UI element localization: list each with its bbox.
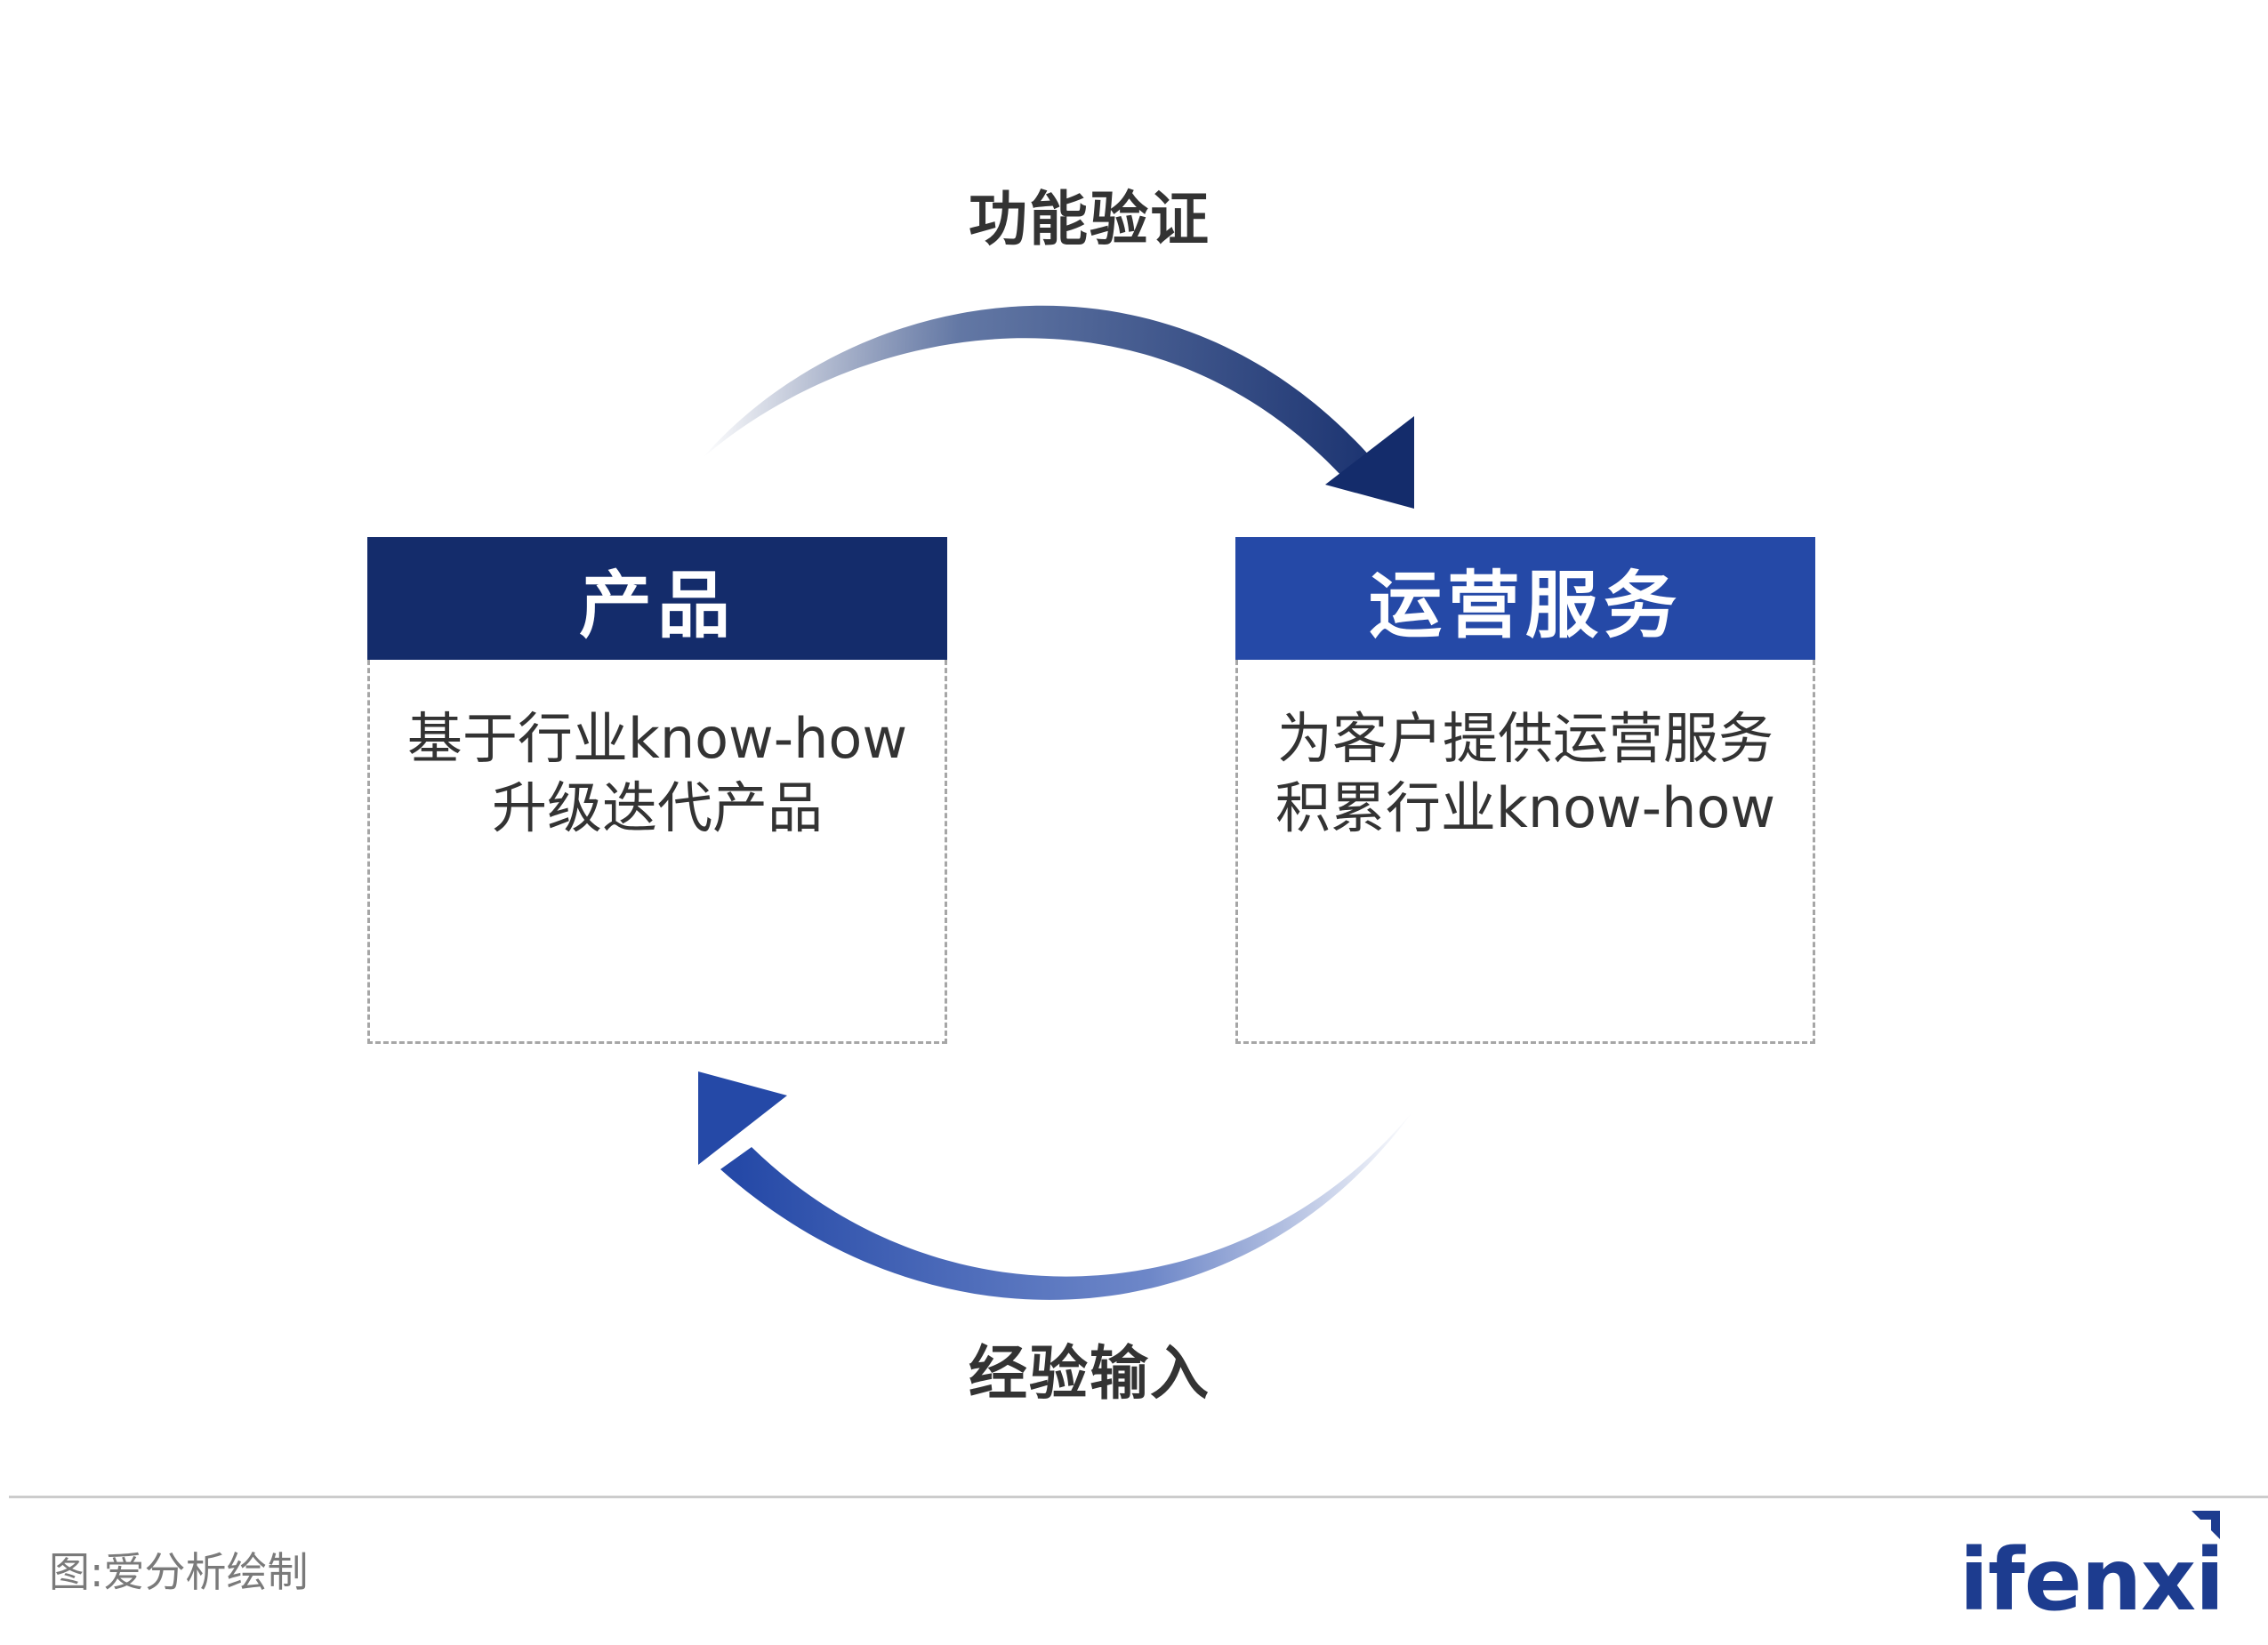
footer-divider — [9, 1496, 2268, 1498]
top-arrow-head — [1325, 416, 1414, 509]
node-product-title: 产品 — [367, 537, 947, 660]
node-operations: 运营服务 为客户提供运营服务 积累行业know-how — [1235, 537, 1815, 1044]
node-product-body: 基于行业know-how 升级迭代产品 — [367, 660, 947, 1044]
node-product: 产品 基于行业know-how 升级迭代产品 — [367, 537, 947, 1044]
node-product-line-1: 基于行业know-how — [406, 706, 908, 771]
brand-wordmark: ifenxi — [1959, 1530, 2224, 1630]
node-operations-title: 运营服务 — [1235, 537, 1815, 660]
top-arrow-body — [703, 305, 1383, 487]
node-operations-line-1: 为客户提供运营服务 — [1276, 706, 1773, 771]
logo-mark-icon — [2192, 1511, 2220, 1539]
node-operations-body: 为客户提供运营服务 积累行业know-how — [1235, 660, 1815, 1044]
bottom-arrow-head — [698, 1071, 787, 1165]
brand-logo: ifenxi — [1939, 1507, 2224, 1623]
node-operations-line-2: 积累行业know-how — [1275, 775, 1776, 840]
node-product-line-2: 升级迭代产品 — [491, 775, 823, 840]
bottom-arrow-label: 经验输入 — [969, 1339, 1210, 1408]
source-note: 图:爱分析绘制 — [49, 1548, 309, 1596]
bottom-arrow-body — [720, 1110, 1414, 1300]
top-arrow-label: 功能验证 — [969, 185, 1210, 253]
